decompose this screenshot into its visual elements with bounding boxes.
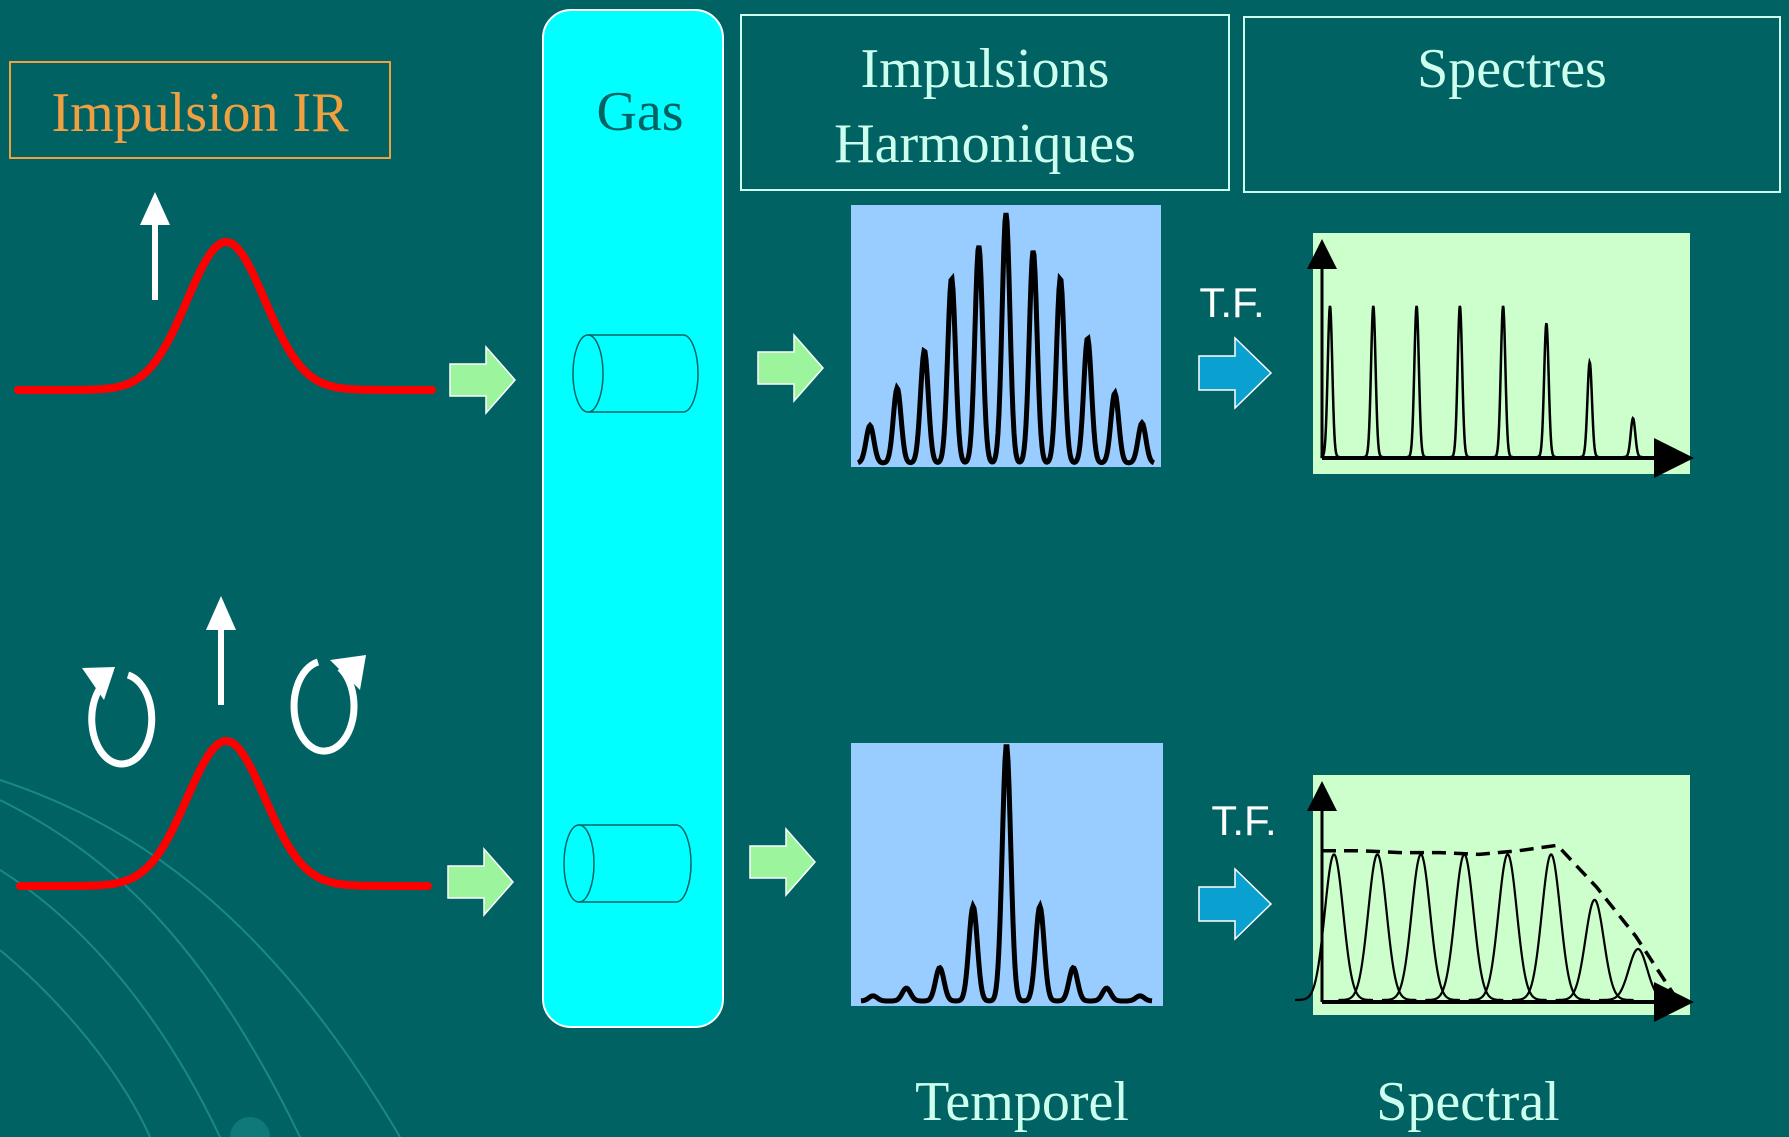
pulse-train-line (860, 744, 1153, 1004)
clockwise-circle-arrow-icon (290, 655, 366, 755)
spectral-peak (1580, 357, 1600, 459)
spectral-peak (1363, 305, 1383, 459)
spectral-chart-top (1307, 233, 1694, 478)
pulse-train-line (857, 212, 1155, 466)
temporal-chart-bottom (851, 743, 1163, 1006)
spectral-peak (1468, 853, 1547, 1002)
right-block-arrow-icon (449, 345, 516, 415)
right-block-arrow-icon (447, 847, 514, 917)
counterclockwise-circle-arrow-icon (82, 667, 156, 768)
tf-label-top: T.F. (1199, 279, 1264, 326)
up-arrow-icon (206, 596, 236, 705)
spectral-envelope-dashed (1322, 843, 1677, 998)
spectral-peak (1512, 853, 1591, 1002)
gas-cell-bottom (563, 824, 692, 903)
spectral-peak (1450, 305, 1470, 459)
spectres-label: Spectres (1417, 38, 1607, 100)
spectral-caption: Spectral (1376, 1071, 1559, 1133)
spectral-peak (1555, 898, 1634, 1002)
right-block-arrow-icon (757, 333, 824, 403)
spectral-peak (1493, 305, 1513, 459)
ir-pulse-linear (14, 237, 436, 394)
impulsions-label: Impulsions (861, 38, 1110, 100)
background-decoration (0, 779, 401, 1137)
impulsion-ir-label: Impulsion IR (51, 82, 349, 144)
gas-column: Gas (542, 9, 724, 1028)
spectral-peak (1536, 322, 1557, 459)
spectral-peak (1381, 853, 1460, 1002)
spectral-peak (1338, 853, 1417, 1002)
spectral-peak (1295, 853, 1373, 1002)
spectral-peak (1320, 305, 1340, 459)
spectres-header: Spectres (1243, 16, 1781, 193)
up-arrow-icon (140, 192, 170, 300)
temporel-caption: Temporel (915, 1071, 1129, 1133)
impulsions-harmoniques-header: Impulsions Harmoniques (740, 14, 1230, 191)
ir-pulse-polarization-gated (16, 736, 432, 890)
spectral-chart-bottom (1295, 775, 1694, 1022)
impulsion-ir-title: Impulsion IR (9, 61, 391, 159)
gas-cell-top (572, 334, 699, 413)
temporal-chart-top (851, 205, 1161, 467)
right-block-arrow-icon (1198, 867, 1273, 941)
spectral-peak (1407, 305, 1427, 459)
right-block-arrow-icon (749, 827, 816, 897)
right-block-arrow-icon (1198, 336, 1273, 410)
gas-label: Gas (596, 81, 683, 143)
tf-label-bottom: T.F. (1211, 797, 1276, 844)
harmoniques-label: Harmoniques (834, 113, 1136, 175)
